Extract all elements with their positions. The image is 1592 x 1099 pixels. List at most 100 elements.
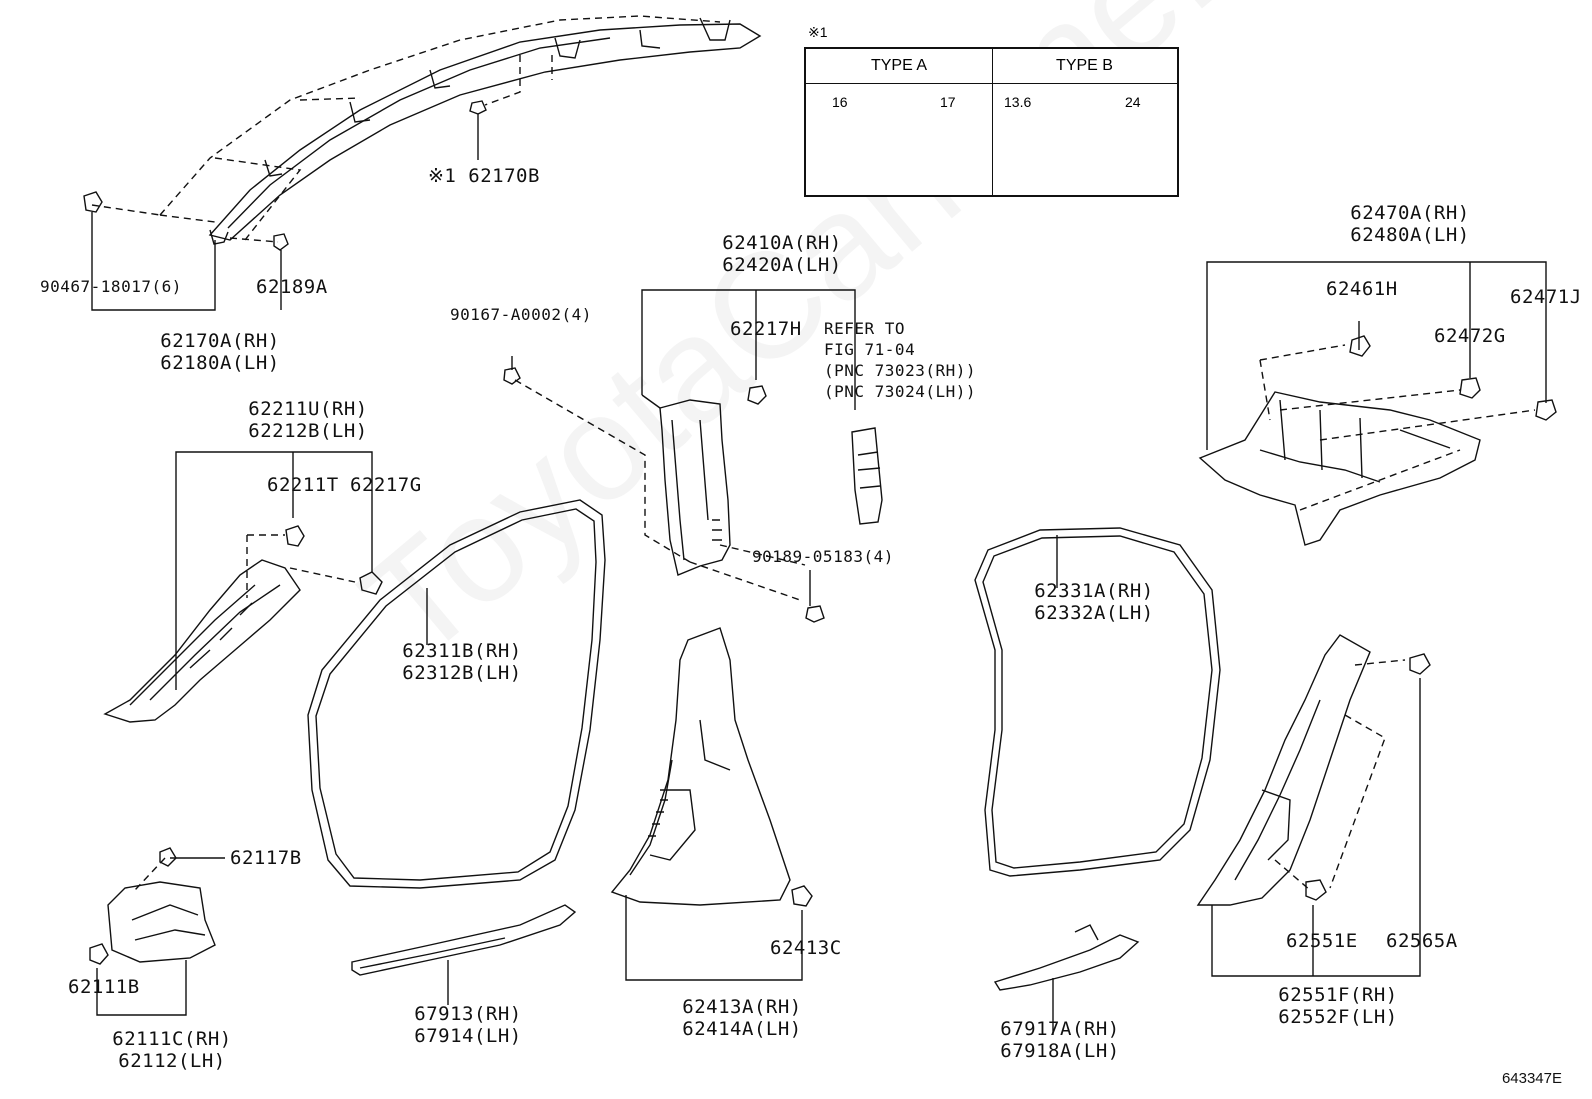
label-62414a-lh: 62414A(LH): [682, 1018, 802, 1040]
bolt-62170b-icon: [469, 100, 487, 160]
type-b-header: TYPE B: [1056, 57, 1113, 74]
roof-rail-garnish: [208, 17, 762, 245]
label-90467-18017: 90467-18017(6): [40, 277, 182, 296]
type-a-bolt-dim: 17: [940, 94, 956, 110]
rail-leaders: [91, 15, 721, 243]
rear-scuff-plate: [993, 924, 1140, 991]
seatbelt-adjuster: [851, 427, 883, 525]
label-refer-fig-71-04: REFER TO FIG 71-04 (PNC 73023(RH)) (PNC …: [824, 318, 976, 402]
label-62413a-rh: 62413A(RH): [682, 996, 802, 1018]
clip-62472g-icon: [1459, 377, 1481, 399]
center-pillar-upper: [659, 399, 731, 576]
label-62311b: 62311B(RH) 62312B(LH): [402, 640, 521, 684]
clip-62565a-icon: [1409, 653, 1431, 675]
center-pillar-lower: [610, 627, 791, 906]
center-pillar-upper-dashes: [514, 379, 806, 601]
label-62217g: 62217G: [350, 474, 422, 496]
roof-side-inner-callouts: [1206, 261, 1547, 450]
table-divider: [992, 49, 993, 195]
label-67918a-lh: 67918A(LH): [1000, 1040, 1120, 1062]
label-62111c-rh: 62111C(RH): [112, 1028, 232, 1050]
label-62111b: 62111B: [68, 976, 140, 998]
label-67917a: 67917A(RH) 67918A(LH): [1000, 1018, 1119, 1062]
label-62189a: 62189A: [256, 276, 328, 298]
label-62312b-lh: 62312B(LH): [402, 662, 522, 684]
figure-code: 643347E: [1501, 1070, 1562, 1087]
table-header-divider: [806, 83, 1177, 84]
label-62470a: 62470A(RH) 62480A(LH): [1350, 202, 1469, 246]
label-62211u: 62211U(RH) 62212B(LH): [248, 398, 367, 442]
label-62471j: 62471J: [1510, 286, 1582, 308]
label-62117b: 62117B: [230, 847, 302, 869]
label-62170a: 62170A(RH) 62180A(LH): [160, 330, 279, 374]
clip-62117b-icon: [159, 847, 177, 867]
label-62413a: 62413A(RH) 62414A(LH): [682, 996, 801, 1040]
refer-line-1: REFER TO: [824, 319, 906, 338]
label-62170a-rh: 62170A(RH): [160, 330, 280, 352]
label-62552f-lh: 62552F(LH): [1278, 1006, 1398, 1028]
clip-62217g-icon: [359, 571, 383, 595]
type-a-head-dim: 16: [832, 94, 848, 110]
label-62170b: ※1 62170B: [428, 165, 540, 187]
label-62211u-rh: 62211U(RH): [248, 398, 368, 420]
clip-62471j-icon: [1535, 399, 1557, 421]
label-62413c: 62413C: [770, 937, 842, 959]
label-62461h: 62461H: [1326, 278, 1398, 300]
center-pillar-upper-callouts: [641, 289, 856, 410]
clip-62461h-icon: [1349, 335, 1371, 357]
type-a-header: TYPE A: [870, 57, 928, 74]
label-62420a-lh: 62420A(LH): [722, 254, 842, 276]
screw-90167-icon: [503, 356, 521, 385]
a-pillar-callouts: [175, 451, 373, 690]
clip-62111b-icon: [89, 943, 109, 965]
center-pillar-lower-callouts: [625, 895, 803, 981]
label-62217h: 62217H: [730, 318, 802, 340]
label-90189-05183: 90189-05183(4): [752, 547, 894, 566]
label-62311b-rh: 62311B(RH): [402, 640, 522, 662]
label-62212b-lh: 62212B(LH): [248, 420, 368, 442]
label-62565a: 62565A: [1386, 930, 1458, 952]
front-scuff-plate: [351, 904, 577, 976]
clip-62211t-icon: [285, 525, 305, 547]
front-door-weatherstrip: [307, 499, 606, 889]
label-62470a-rh: 62470A(RH): [1350, 202, 1470, 224]
label-62331a: 62331A(RH) 62332A(LH): [1034, 580, 1153, 624]
label-67917a-rh: 67917A(RH): [1000, 1018, 1120, 1040]
cowl-side-trim: [107, 881, 216, 963]
label-62551f-rh: 62551F(RH): [1278, 984, 1398, 1006]
rear-door-weatherstrip: [974, 527, 1221, 877]
roof-side-inner-garnish: [1198, 391, 1481, 546]
type-b-bolt-dim: 24: [1125, 94, 1141, 110]
refer-line-2: FIG 71-04: [824, 340, 916, 359]
roof-side-inner-dashes: [1259, 344, 1536, 511]
rear-pillar-lower: [1196, 634, 1371, 906]
label-62112-lh: 62112(LH): [118, 1050, 226, 1072]
clip-90467-icon: [83, 191, 103, 213]
refer-line-4: (PNC 73024(LH)): [824, 382, 976, 401]
type-table-note-mark: ※1: [808, 24, 828, 40]
cowl-callouts: [96, 857, 225, 1016]
clip-62217h-icon: [747, 385, 767, 405]
rear-pillar-lower-callouts: [1211, 678, 1421, 977]
type-b-head-dim: 13.6: [1004, 94, 1032, 110]
label-62551f: 62551F(RH) 62552F(LH): [1278, 984, 1397, 1028]
label-62331a-rh: 62331A(RH): [1034, 580, 1154, 602]
label-62211t: 62211T: [267, 474, 339, 496]
label-62410a: 62410A(RH) 62420A(LH): [722, 232, 841, 276]
clip-62551e-icon: [1305, 879, 1327, 901]
label-62480a-lh: 62480A(LH): [1350, 224, 1470, 246]
label-62332a-lh: 62332A(LH): [1034, 602, 1154, 624]
rail-callout-lines: [91, 212, 282, 311]
label-62180a-lh: 62180A(LH): [160, 352, 280, 374]
label-67913-rh: 67913(RH): [414, 1003, 522, 1025]
a-pillar-garnish: [103, 559, 301, 723]
clip-62189a-icon: [273, 233, 289, 251]
refer-line-3: (PNC 73023(RH)): [824, 361, 976, 380]
label-62410a-rh: 62410A(RH): [722, 232, 842, 254]
label-67914-lh: 67914(LH): [414, 1025, 522, 1047]
fastener-type-table: TYPE A TYPE B: [804, 47, 1179, 197]
label-62472g: 62472G: [1434, 325, 1506, 347]
label-62111c: 62111C(RH) 62112(LH): [112, 1028, 231, 1072]
label-67913: 67913(RH) 67914(LH): [414, 1003, 521, 1047]
rear-pillar-lower-dashes: [1274, 659, 1406, 891]
